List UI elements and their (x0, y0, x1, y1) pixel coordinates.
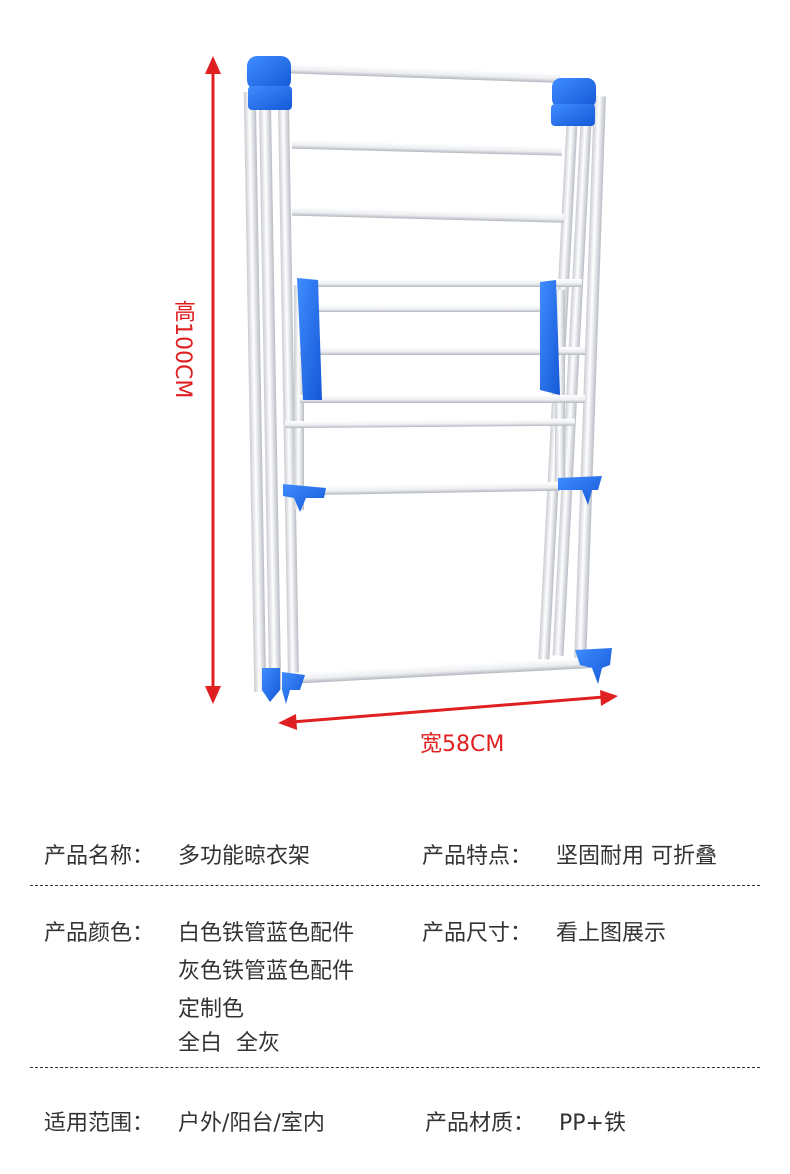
usage-scope-label: 适用范围： (44, 1111, 155, 1136)
height-label: 高100CM (170, 300, 195, 399)
drying-rack-illustration (205, 56, 618, 730)
product-size-value: 看上图展示 (556, 921, 667, 946)
divider-1 (30, 885, 760, 886)
usage-scope-value: 户外/阳台/室内 (178, 1111, 325, 1136)
product-name-value: 多功能晾衣架 (178, 844, 311, 869)
rack-rails (284, 63, 591, 684)
product-figure (205, 56, 618, 730)
product-color-value-1: 白色铁管蓝色配件 (178, 921, 355, 946)
material-label: 产品材质： (425, 1111, 536, 1136)
material-value: PP+铁 (559, 1111, 626, 1136)
product-name-label: 产品名称： (44, 844, 155, 869)
product-color-value-4: 全白 全灰 (178, 1031, 280, 1056)
product-feature-value: 坚固耐用 可折叠 (556, 844, 717, 869)
blue-fittings (247, 56, 612, 704)
height-arrow (205, 56, 221, 704)
product-color-value-3: 定制色 (178, 997, 245, 1022)
width-arrow (278, 690, 618, 730)
product-size-label: 产品尺寸： (422, 921, 533, 946)
product-color-label: 产品颜色： (44, 921, 155, 946)
product-feature-label: 产品特点： (422, 844, 533, 869)
divider-2 (30, 1067, 760, 1068)
width-label: 宽58CM (420, 732, 505, 757)
product-color-value-2: 灰色铁管蓝色配件 (178, 959, 355, 984)
